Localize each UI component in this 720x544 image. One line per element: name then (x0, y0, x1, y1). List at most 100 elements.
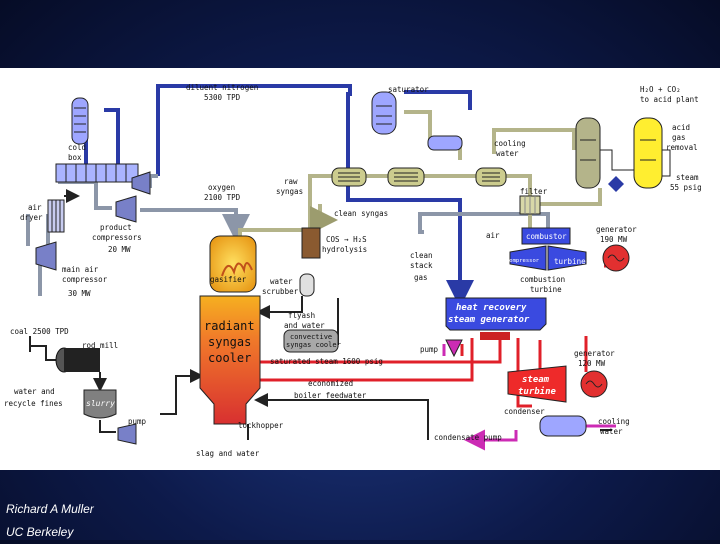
affiliation-credit: UC Berkeley (6, 525, 74, 539)
label-generator-1b: 190 MW (600, 235, 628, 244)
label-rod-mill: rod mill (82, 341, 118, 350)
gasifier-flame (221, 262, 253, 277)
label-gasifier: gasifier (210, 275, 247, 284)
label-cooling-water-1a: cooling (494, 139, 526, 148)
label-turbine: turbine (554, 257, 586, 266)
label-condenser: condenser (504, 407, 545, 416)
label-compressor: compressor (506, 258, 540, 264)
label-clean-stack-3: gas (414, 273, 428, 282)
label-cooling-water-1b: water (496, 149, 519, 158)
label-condensate-pump: condensate pump (434, 433, 502, 442)
filter-grid (524, 196, 536, 214)
label-air-dryer-1: air (28, 203, 42, 212)
main-air-compressor (35, 241, 57, 271)
acid-gas-stripper (633, 117, 663, 189)
label-main-air-2: compressor (62, 275, 108, 284)
steam-turbine (507, 365, 567, 403)
label-steam-55-1: steam (676, 173, 699, 182)
label-radiant-3: cooler (208, 351, 251, 365)
label-radiant-1: radiant (204, 319, 255, 333)
label-slurry: slurry (86, 399, 115, 408)
label-water-scrubber-1: water (270, 277, 293, 286)
label-economized-1: economized (308, 379, 353, 388)
generator-120-symbol (585, 380, 603, 388)
air-dryer-ribs (51, 200, 61, 232)
product-compressor (115, 195, 137, 223)
label-n2-rate: 5300 TPD (204, 93, 241, 102)
label-product-compressors-1: product (100, 223, 132, 232)
label-air: air (486, 231, 500, 240)
label-raw-syngas-1: raw (284, 177, 298, 186)
oxygen-compressor (131, 171, 151, 195)
saturator (371, 91, 397, 135)
label-cos-h2s-1: COS → H₂S (326, 235, 367, 244)
diagram-labels: diluent nitrogen 5300 TPD saturator H₂O … (4, 83, 702, 458)
label-combustion-turbine-2: turbine (530, 285, 562, 294)
label-product-compressors-3: 20 MW (108, 245, 131, 254)
label-generator-1a: generator (596, 225, 637, 234)
label-cold-box-2: box (68, 153, 82, 162)
saturator-trays (376, 105, 392, 125)
syngas-exchanger-ribs (338, 172, 500, 182)
hrsg (445, 297, 547, 331)
label-steam-55-2: 55 psig (670, 183, 702, 192)
acid-gas-valve (608, 176, 624, 192)
equipment-inner-labels: radiant syngas cooler heat recovery stea… (86, 303, 557, 408)
hrsg-pump (445, 339, 463, 358)
label-water-scrubber-2: scrubber (262, 287, 299, 296)
label-saturated-steam: saturated steam 1600 psig (270, 357, 383, 366)
water-lines (442, 344, 616, 451)
label-h2o-co2: H₂O + CO₂ (640, 85, 681, 94)
combustor (521, 227, 571, 245)
author-credit: Richard A Muller (6, 502, 94, 516)
convective-syngas-cooler (283, 329, 339, 353)
cold-box-exchanger-ribs (65, 164, 127, 182)
label-coal: coal 2500 TPD (10, 327, 69, 336)
cold-box-column-trays (74, 107, 86, 133)
slurry-pump (117, 423, 137, 445)
label-clean-stack-2: stack (410, 261, 433, 270)
hrsg-drum (480, 332, 510, 340)
slurry-tank (83, 389, 117, 419)
label-to-acid-plant: to acid plant (640, 95, 699, 104)
label-product-compressors-2: compressors (92, 233, 142, 242)
label-clean-syngas: clean syngas (334, 209, 388, 218)
label-combustor: combustor (526, 232, 567, 241)
label-diluent-nitrogen: diluent nitrogen (186, 83, 258, 92)
cooling-exchanger-top (427, 135, 463, 151)
label-pump: pump (420, 345, 439, 354)
label-acid-gas-1: acid (672, 123, 690, 132)
label-water-recycle-1: water and (14, 387, 55, 396)
cold-box-column (71, 97, 89, 145)
label-economized-2: boiler feedwater (294, 391, 367, 400)
label-slag-water: slag and water (196, 449, 260, 458)
label-convective-1: convective (290, 333, 332, 341)
radiant-syngas-cooler (199, 295, 261, 425)
label-acid-gas-3: removal (666, 143, 698, 152)
rod-mill (64, 348, 100, 372)
label-water-recycle-2: recycle fines (4, 399, 63, 408)
label-saturator: saturator (388, 85, 429, 94)
label-cos-h2s-2: hydrolysis (322, 245, 367, 254)
condenser (539, 415, 587, 437)
label-flyash-1: flyash (288, 311, 315, 320)
label-generator-2b: 120 MW (578, 359, 606, 368)
label-raw-syngas-2: syngas (276, 187, 303, 196)
gt-turbine (547, 245, 587, 271)
label-combustion-turbine-1: combustion (520, 275, 565, 284)
label-hrsg-1: heat recovery (456, 303, 527, 313)
label-cold-box-1: cold (68, 143, 86, 152)
acid-gas-trays (580, 139, 671, 177)
cos-hydrolysis-reactor (301, 227, 321, 259)
label-pump-2: pump (128, 417, 147, 426)
label-oxygen-rate: 2100 TPD (204, 193, 241, 202)
gt-compressor (509, 245, 547, 271)
water-scrubber (299, 273, 315, 297)
acid-gas-absorber (575, 117, 601, 189)
label-main-air-3: 30 MW (68, 289, 91, 298)
label-convective-2: syngas cooler (286, 341, 341, 349)
label-lockhopper: lockhopper (238, 421, 284, 430)
label-generator-2a: generator (574, 349, 615, 358)
